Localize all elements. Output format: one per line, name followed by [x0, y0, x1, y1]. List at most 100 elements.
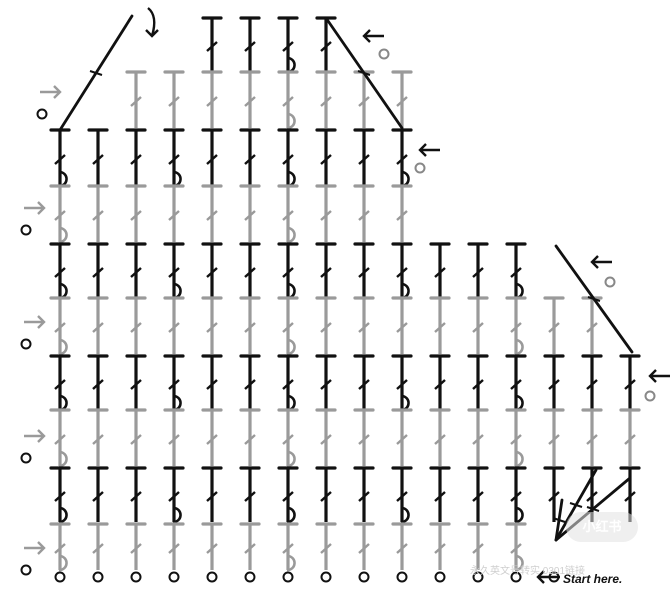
turning-chain-tick — [552, 517, 566, 523]
stitch-yarnover-bar — [130, 543, 142, 554]
double-crochet-stitch — [49, 296, 71, 356]
stitch-yarnover-bar — [206, 491, 218, 502]
double-crochet-stitch — [239, 70, 261, 128]
stitch-yarnover-bar — [282, 491, 294, 502]
stitch-yarnover-bar — [320, 434, 332, 445]
stitch-yarnover-bar — [320, 267, 332, 278]
stitch-yarnover-bar — [244, 41, 256, 52]
start-here-label: Start here. — [563, 572, 623, 586]
stitch-yarnover-bar — [358, 210, 370, 221]
stitch-yarnover-bar — [320, 41, 332, 52]
double-crochet-stitch — [239, 16, 261, 72]
double-crochet-stitch — [163, 466, 185, 524]
double-crochet-stitch — [429, 354, 451, 410]
stitch-yarnover-bar — [244, 379, 256, 390]
double-crochet-stitch — [315, 70, 337, 128]
double-crochet-stitch — [87, 466, 109, 522]
stitch-yarnover-bar — [168, 210, 180, 221]
stitch-yarnover-bar — [244, 96, 256, 107]
post-hook — [514, 554, 524, 572]
double-crochet-stitch — [201, 242, 223, 298]
double-crochet-stitch — [49, 522, 71, 572]
double-crochet-stitch — [581, 354, 603, 410]
stitch-yarnover-bar — [586, 491, 598, 502]
double-crochet-stitch — [391, 522, 413, 570]
double-crochet-stitch — [201, 70, 223, 128]
double-crochet-stitch — [201, 184, 223, 242]
chain-stitch-circle — [92, 571, 104, 583]
post-hook — [286, 226, 296, 244]
stitch-yarnover-bar — [206, 154, 218, 165]
stitch-yarnover-bar — [282, 154, 294, 165]
stitch-yarnover-bar — [92, 210, 104, 221]
double-crochet-stitch — [505, 522, 527, 572]
stitch-yarnover-bar — [54, 322, 66, 333]
double-crochet-stitch — [619, 408, 641, 466]
post-hook — [286, 338, 296, 356]
stitch-yarnover-bar — [434, 379, 446, 390]
post-hook — [172, 506, 182, 524]
stitch-yarnover-bar — [624, 379, 636, 390]
stitch-yarnover-bar — [434, 434, 446, 445]
double-crochet-stitch — [429, 242, 451, 298]
double-crochet-stitch — [315, 354, 337, 410]
double-crochet-stitch — [49, 466, 71, 524]
stitch-yarnover-bar — [320, 543, 332, 554]
double-crochet-stitch — [315, 522, 337, 570]
double-crochet-stitch — [391, 354, 413, 412]
chain-stitch-circle — [20, 224, 32, 236]
stitch-yarnover-bar — [54, 210, 66, 221]
stitch-yarnover-bar — [434, 322, 446, 333]
chain-stitch-circle — [54, 571, 66, 583]
double-crochet-stitch — [87, 184, 109, 242]
double-crochet-stitch — [467, 354, 489, 410]
stitch-yarnover-bar — [510, 267, 522, 278]
stitch-yarnover-bar — [54, 491, 66, 502]
stitch-yarnover-bar — [624, 434, 636, 445]
double-crochet-stitch — [353, 354, 375, 410]
double-crochet-stitch — [505, 242, 527, 300]
stitch-yarnover-bar — [168, 96, 180, 107]
double-crochet-stitch — [315, 296, 337, 354]
double-crochet-stitch — [87, 242, 109, 298]
double-crochet-stitch — [353, 408, 375, 466]
stitch-yarnover-bar — [206, 267, 218, 278]
stitch-yarnover-bar — [320, 322, 332, 333]
post-hook — [58, 554, 68, 572]
stitch-yarnover-bar — [54, 543, 66, 554]
stitch-yarnover-bar — [92, 322, 104, 333]
double-crochet-stitch — [277, 466, 299, 524]
double-crochet-stitch — [543, 354, 565, 410]
stitch-yarnover-bar — [92, 267, 104, 278]
stitch-yarnover-bar — [548, 379, 560, 390]
double-crochet-stitch — [163, 242, 185, 300]
stitch-yarnover-bar — [282, 210, 294, 221]
stitch-yarnover-bar — [548, 322, 560, 333]
row-arrow-left — [362, 29, 384, 43]
stitch-yarnover-bar — [54, 379, 66, 390]
double-crochet-stitch — [581, 408, 603, 466]
stitch-yarnover-bar — [244, 210, 256, 221]
stitch-yarnover-bar — [358, 434, 370, 445]
double-crochet-stitch — [49, 242, 71, 300]
chain-stitch-circle — [36, 108, 48, 120]
double-crochet-stitch — [467, 408, 489, 466]
double-crochet-stitch — [315, 408, 337, 466]
stitch-yarnover-bar — [510, 379, 522, 390]
double-crochet-stitch — [49, 128, 71, 188]
turning-chain-tick — [569, 502, 583, 508]
post-hook — [58, 226, 68, 244]
stitch-yarnover-bar — [586, 434, 598, 445]
double-crochet-stitch — [277, 184, 299, 244]
double-crochet-stitch — [505, 296, 527, 356]
double-crochet-stitch — [391, 128, 413, 188]
turning-chain-tick — [586, 506, 600, 512]
stitch-yarnover-bar — [396, 379, 408, 390]
double-crochet-stitch — [391, 242, 413, 300]
stitch-yarnover-bar — [434, 543, 446, 554]
double-crochet-stitch — [467, 242, 489, 298]
post-hook — [514, 450, 524, 468]
chain-stitch-circle — [20, 564, 32, 576]
stitch-yarnover-bar — [282, 379, 294, 390]
double-crochet-stitch — [125, 354, 147, 410]
